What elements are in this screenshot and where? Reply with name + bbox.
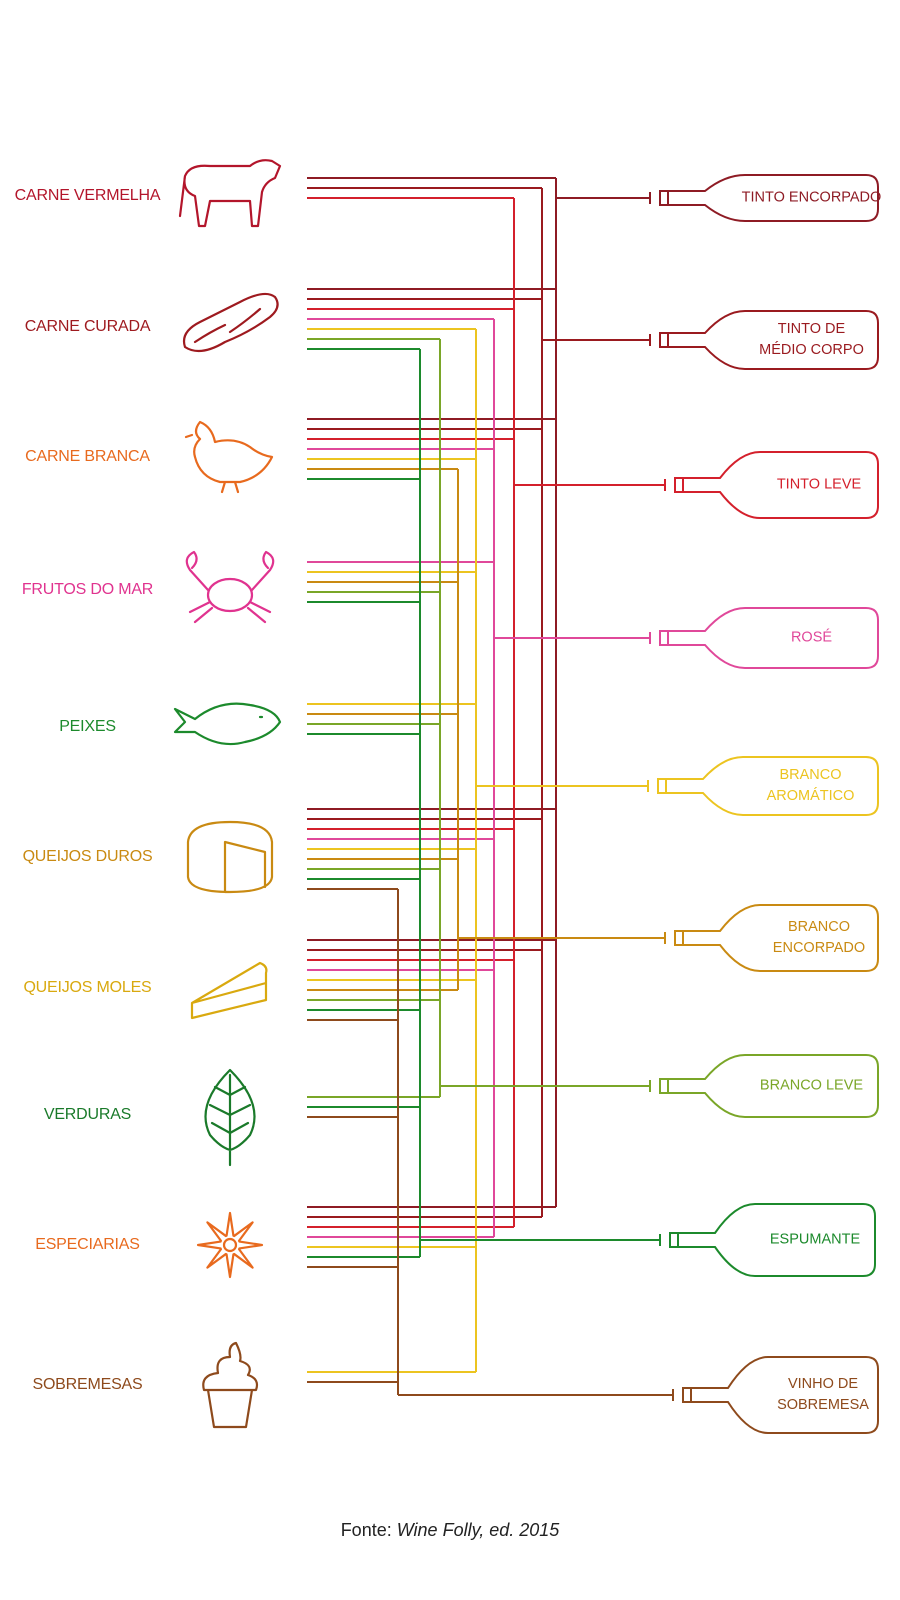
wine-label-line: ROSÉ: [790, 629, 833, 646]
wine-label-4: BRANCO AROMÁTICO: [736, 765, 886, 807]
cow-icon: [178, 159, 282, 228]
wine-label-line: TINTO ENCORPADO: [741, 189, 882, 206]
wine-label-1: TINTO DE MÉDIO CORPO: [737, 319, 887, 361]
food-label-4: PEIXES: [59, 718, 116, 735]
source-caption: Fonte: Wine Folly, ed. 2015: [0, 1520, 900, 1541]
wine-bottle-3: [659, 607, 879, 669]
crab-icon: [185, 550, 275, 624]
hard-cheese-icon: [186, 820, 274, 894]
wine-label-line: TINTO DE: [777, 321, 846, 337]
cured-meat-icon: [182, 292, 279, 353]
food-label-8: ESPECIARIAS: [35, 1236, 140, 1253]
wine-label-line: SOBREMESA: [777, 1397, 869, 1413]
wine-bottle-7: [669, 1203, 876, 1277]
wine-bottle-0: [659, 174, 879, 222]
wine-label-3: ROSÉ: [737, 628, 887, 649]
wine-label-5: BRANCO ENCORPADO: [744, 917, 894, 959]
wine-label-line: ENCORPADO: [772, 940, 866, 956]
wine-label-line: BRANCO: [779, 767, 842, 783]
food-label-2: CARNE BRANCA: [25, 448, 150, 465]
star-anise-icon: [196, 1211, 264, 1279]
wine-label-line: MÉDIO CORPO: [759, 342, 864, 358]
wine-label-line: ESPUMANTE: [769, 1231, 861, 1248]
wine-bottle-4: [657, 756, 879, 816]
pairing-wires: [307, 177, 674, 1401]
source-prefix: Fonte:: [340, 1520, 397, 1540]
wine-bottle-8: [682, 1356, 879, 1434]
wine-label-line: VINHO DE: [787, 1376, 859, 1392]
wine-label-line: BRANCO LEVE: [759, 1077, 864, 1094]
wine-bottles: [657, 174, 879, 1434]
food-label-0: CARNE VERMELHA: [14, 187, 161, 204]
fish-icon: [173, 702, 282, 746]
wine-label-6: BRANCO LEVE: [737, 1076, 887, 1097]
food-icons: [173, 159, 282, 1429]
soft-cheese-icon: [190, 961, 268, 1020]
wine-label-8: VINHO DE SOBREMESA: [748, 1374, 898, 1416]
wine-bottle-1: [659, 310, 879, 370]
food-label-5: QUEIJOS DUROS: [22, 848, 153, 865]
source-reference: Wine Folly, ed. 2015: [396, 1520, 560, 1540]
wine-label-0: TINTO ENCORPADO: [737, 188, 887, 209]
wine-bottle-6: [659, 1054, 879, 1118]
wine-label-line: TINTO LEVE: [776, 476, 862, 493]
wine-bottle-2: [674, 451, 879, 519]
wine-bottle-5: [674, 904, 879, 972]
food-label-6: QUEIJOS MOLES: [23, 979, 152, 996]
food-label-1: CARNE CURADA: [24, 318, 151, 335]
food-label-7: VERDURAS: [43, 1106, 132, 1123]
chicken-icon: [184, 420, 274, 494]
food-label-3: FRUTOS DO MAR: [21, 581, 154, 598]
leaf-icon: [204, 1068, 256, 1167]
ice-cream-icon: [202, 1341, 259, 1429]
food-label-9: SOBREMESAS: [32, 1376, 143, 1393]
wine-label-2: TINTO LEVE: [744, 475, 894, 496]
wine-label-7: ESPUMANTE: [740, 1230, 890, 1251]
wine-label-line: AROMÁTICO: [766, 788, 855, 804]
wine-label-line: BRANCO: [787, 919, 851, 935]
